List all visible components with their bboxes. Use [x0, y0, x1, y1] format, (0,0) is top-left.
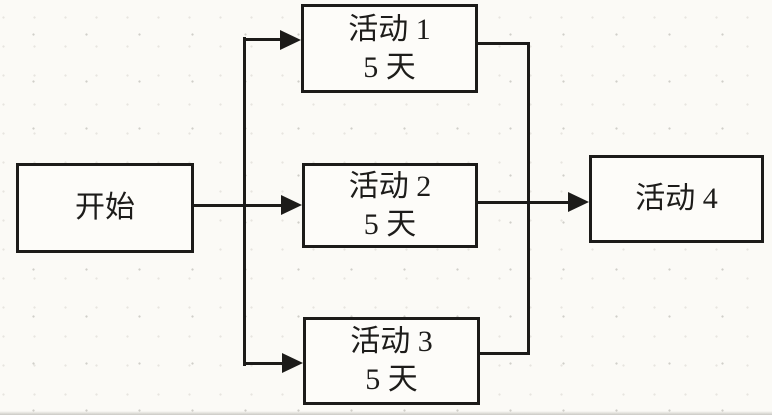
edge-branch-bottom-line	[243, 362, 285, 365]
edge-merge-vertical-line	[527, 42, 530, 355]
scan-edge-shadow	[0, 411, 772, 415]
edge-activity2-to-activity4-line	[477, 201, 569, 204]
edge-branch-top-line	[243, 38, 283, 41]
node-activity4: 活动 4	[589, 155, 764, 243]
arrowhead-to-activity4	[568, 192, 589, 212]
node-start-label: 开始	[75, 191, 135, 224]
node-activity2: 活动 2 5 天	[302, 163, 478, 248]
edge-activity3-out-line	[479, 352, 530, 355]
node-activity2-duration: 5 天	[363, 207, 417, 241]
node-activity1: 活动 1 5 天	[301, 4, 478, 93]
node-activity2-label: 活动 2	[348, 169, 432, 203]
edge-branch-vertical-line	[243, 37, 246, 366]
node-activity3-duration: 5 天	[365, 363, 418, 396]
node-activity1-label: 活动 1	[348, 12, 431, 46]
node-activity3: 活动 3 5 天	[303, 317, 480, 405]
arrowhead-to-activity2	[281, 195, 302, 215]
edge-start-out-line	[194, 204, 284, 207]
arrowhead-to-activity1	[280, 30, 301, 50]
edge-activity1-out-line	[477, 42, 530, 45]
node-activity3-label: 活动 3	[350, 325, 433, 358]
arrowhead-to-activity3	[282, 353, 303, 373]
node-activity1-duration: 5 天	[363, 50, 416, 84]
node-activity4-label: 活动 4	[635, 182, 718, 215]
node-start: 开始	[16, 163, 194, 253]
